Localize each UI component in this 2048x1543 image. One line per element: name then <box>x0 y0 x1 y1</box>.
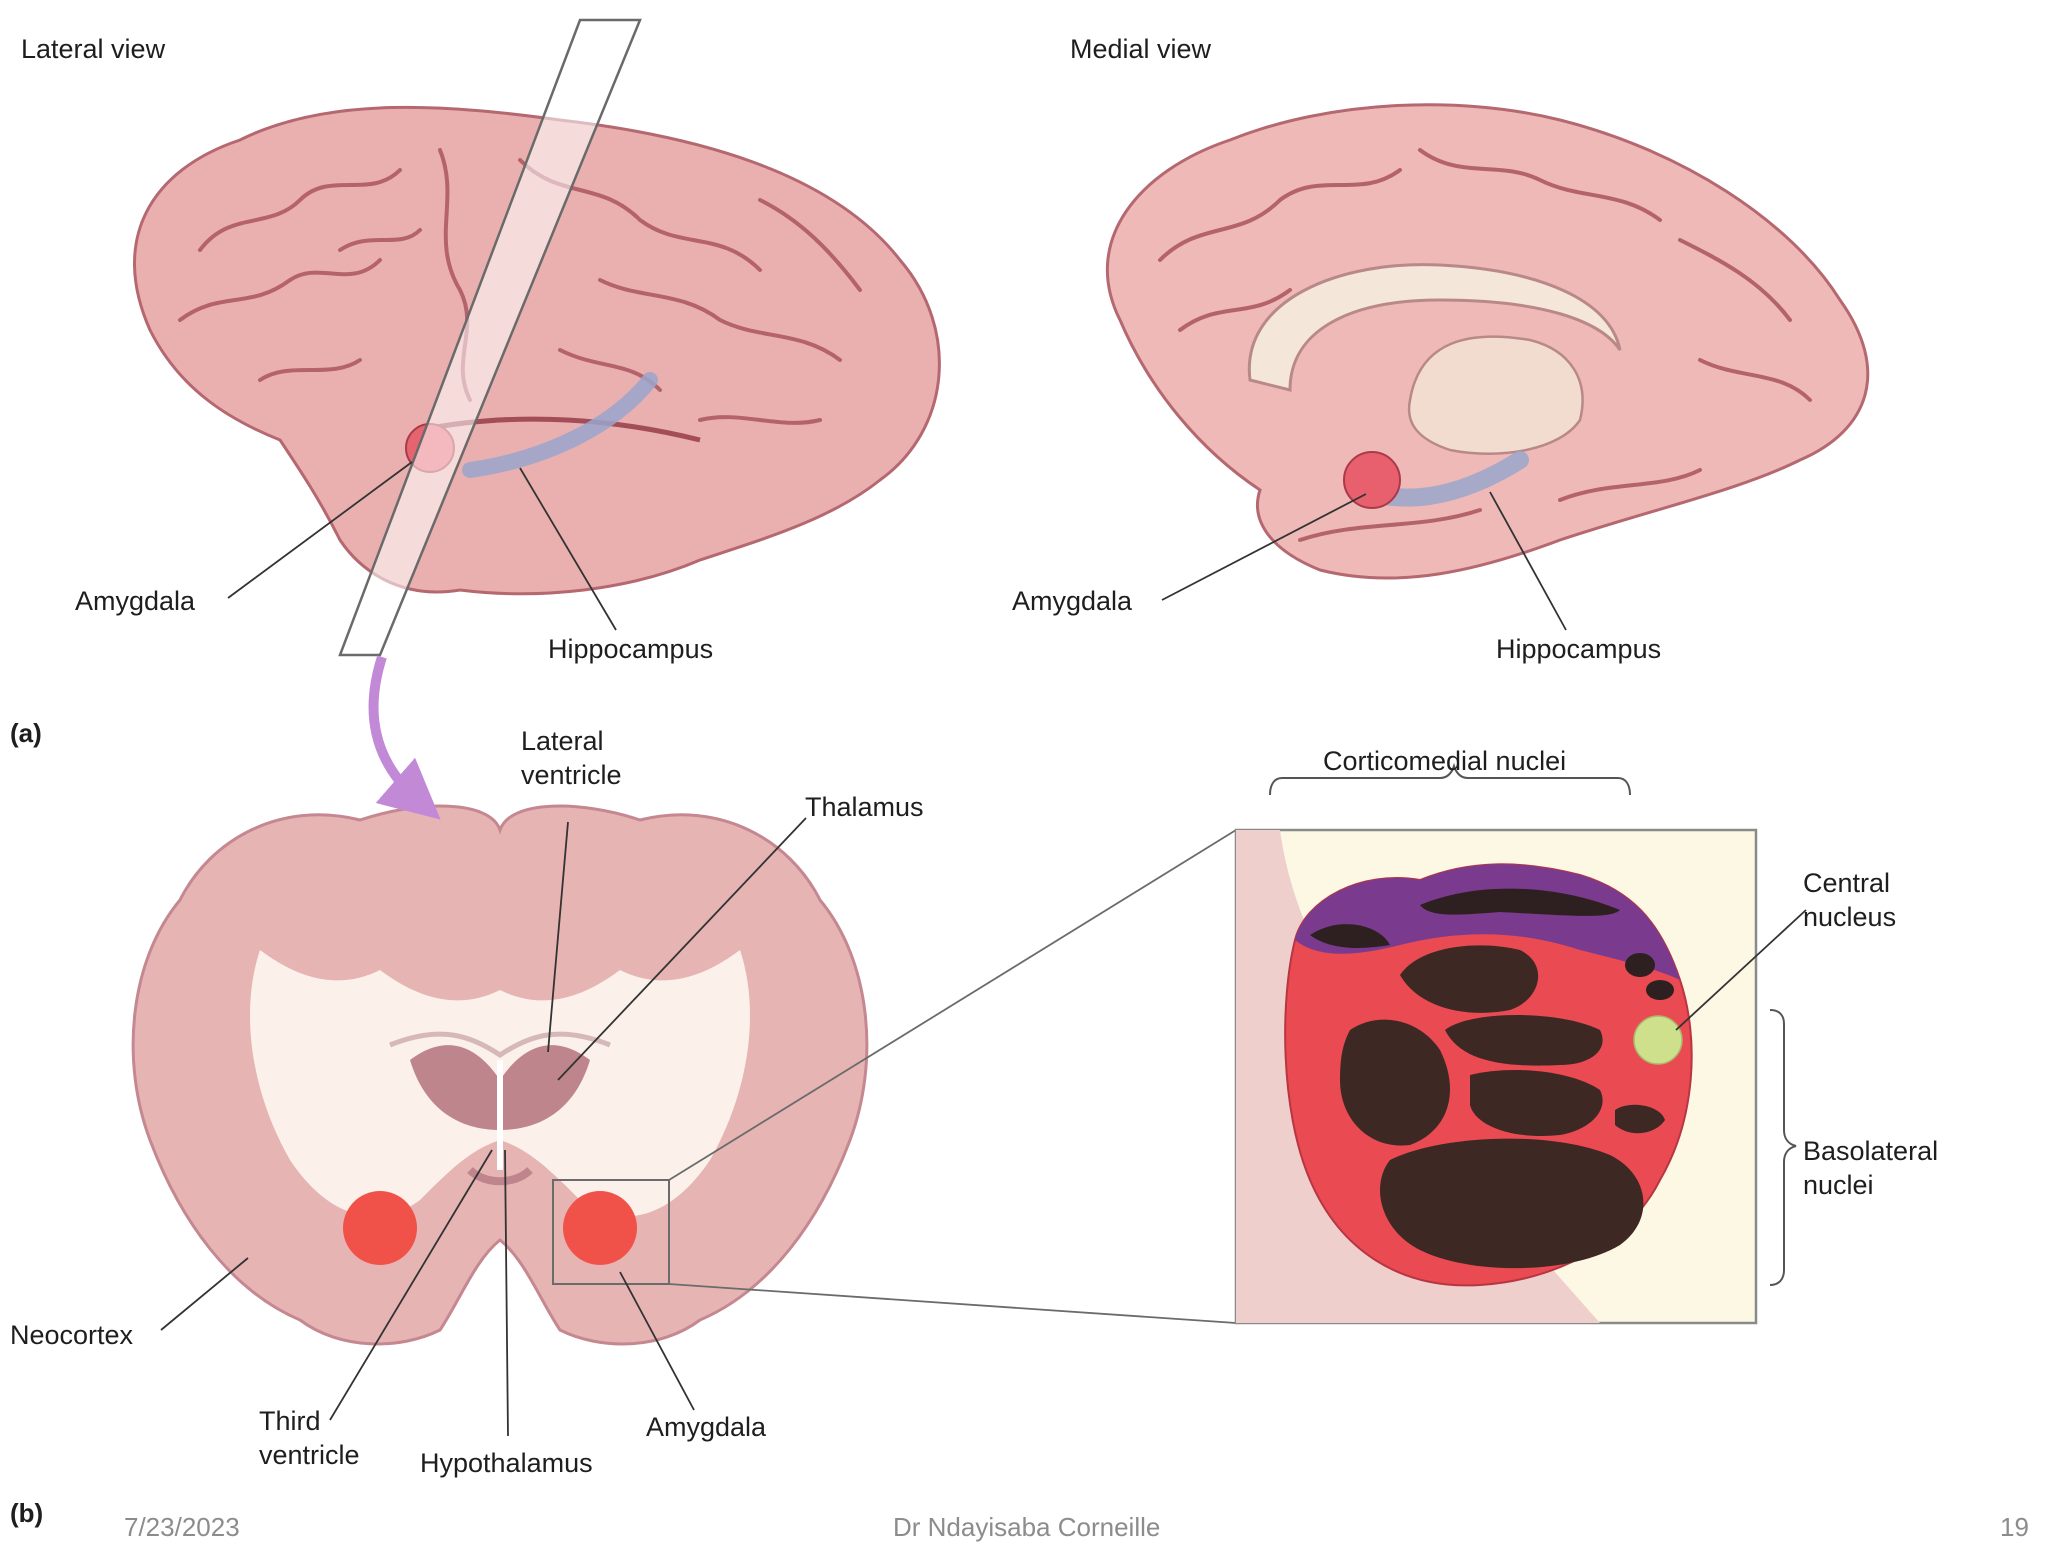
label-amygdala-lateral: Amygdala <box>75 586 196 616</box>
label-central-nucleus: Central nucleus <box>1803 868 1897 932</box>
medial-view-title: Medial view <box>1070 34 1212 64</box>
medial-brain-illustration <box>1105 103 1870 580</box>
panel-b-tag: (b) <box>10 1498 44 1528</box>
label-hippocampus-medial: Hippocampus <box>1496 634 1662 664</box>
leader-lines <box>160 461 1807 1437</box>
lateral-brain-illustration <box>133 18 941 657</box>
label-thalamus: Thalamus <box>805 792 924 822</box>
footer-date: 7/23/2023 <box>124 1512 240 1542</box>
footer-author: Dr Ndayisaba Corneille <box>893 1512 1161 1542</box>
amygdala-inset-illustration <box>668 762 1797 1325</box>
lateral-view-title: Lateral view <box>21 34 166 64</box>
label-basolateral-nuclei: Basolateral nuclei <box>1803 1136 1939 1200</box>
label-third-ventricle: Third ventricle <box>259 1406 360 1470</box>
label-hippocampus-lateral: Hippocampus <box>548 634 714 664</box>
coronal-section-illustration <box>131 655 869 1346</box>
label-hypothalamus: Hypothalamus <box>420 1448 593 1478</box>
label-corticomedial-nuclei: Corticomedial nuclei <box>1323 746 1567 776</box>
label-lateral-ventricle: Lateral ventricle <box>521 726 622 790</box>
label-amygdala-coronal: Amygdala <box>646 1412 767 1442</box>
label-amygdala-medial: Amygdala <box>1012 586 1133 616</box>
label-neocortex: Neocortex <box>10 1320 134 1350</box>
footer-page-number: 19 <box>2000 1512 2029 1542</box>
panel-a-tag: (a) <box>10 718 42 748</box>
